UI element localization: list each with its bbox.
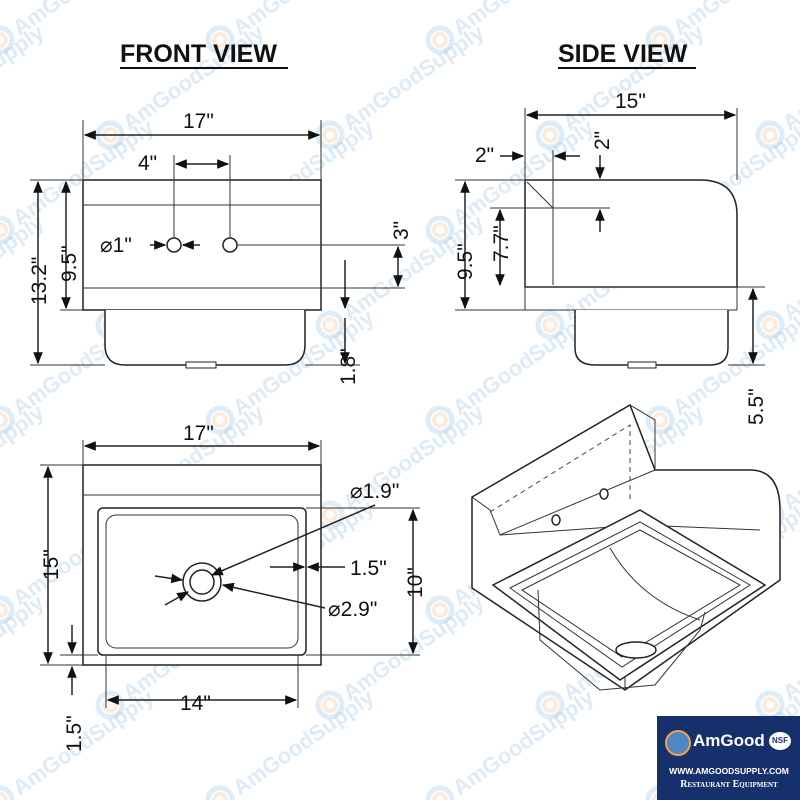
- drain-offset-label: 1.5": [350, 557, 387, 580]
- side-bowl: [574, 310, 729, 366]
- side-top-offset-label: 2": [475, 144, 494, 167]
- bowl-length-label: 10": [404, 567, 427, 598]
- nsf-badge: NSF: [769, 732, 791, 750]
- side-view-title: SIDE VIEW: [558, 40, 688, 68]
- side-backsplash-height-label: 9.5": [454, 243, 477, 280]
- drain-inner-diameter-label: ⌀1.9": [350, 480, 399, 503]
- top-bowl-inner: [105, 514, 299, 649]
- bowl-width-label: 14": [180, 692, 211, 715]
- watermark-mark: AmGoodSupply: [0, 589, 49, 705]
- side-top-drop-label: 2": [591, 131, 614, 150]
- watermark-mark: AmGoodSupply: [0, 399, 49, 515]
- side-depth-label: 15": [615, 90, 646, 113]
- logo-brand-text: AmGood: [693, 731, 765, 750]
- side-front-height-label: 7.7": [490, 225, 513, 262]
- side-body: [524, 179, 738, 288]
- watermark-mark: AmGoodSupply: [425, 684, 599, 800]
- faucet-hole-right: [222, 237, 238, 253]
- top-view: 17" 15" ⌀1.9" 1.5" 10" ⌀2.9" 14" 1.5": [40, 422, 427, 752]
- top-width-label: 17": [183, 422, 214, 445]
- watermark-text: AmGoodSupply: [228, 684, 379, 800]
- watermark-text: AmGoodSupply: [448, 684, 599, 800]
- side-view: SIDE VIEW 15" 2" 2" 9.5" 7.7": [454, 40, 768, 425]
- side-bowl-depth-label: 5.5": [745, 388, 768, 425]
- logo-top: AmGood NSF: [657, 724, 800, 760]
- iso-faucet-hole-left: [551, 514, 561, 526]
- logo-tagline: Restaurant Equipment: [680, 779, 778, 790]
- hole-height-label: 3": [390, 221, 413, 240]
- watermark-mark: AmGoodSupply: [205, 684, 379, 800]
- top-depth-label: 15": [40, 549, 63, 580]
- logo-url: WWW.AMGOODSUPPLY.COM: [669, 766, 789, 776]
- drain-inner: [189, 569, 215, 595]
- front-bowl: [104, 310, 306, 366]
- faucet-spacing-label: 4": [138, 152, 157, 175]
- watermark-text: AmGoodSupply: [0, 19, 49, 135]
- top-front-offset-label: 1.5": [63, 715, 86, 752]
- front-width-label: 17": [183, 110, 214, 133]
- iso-rim: [491, 509, 767, 681]
- watermark-text: AmGoodSupply: [778, 19, 800, 135]
- front-overall-height-label: 13.2": [28, 257, 51, 305]
- watermark-mark: AmGoodSupply: [0, 19, 49, 135]
- iso-drain: [615, 641, 657, 659]
- front-view: FRONT VIEW 17" 4" ⌀1" 13.2" 9.5": [28, 40, 413, 385]
- watermark-text: AmGoodSupply: [0, 399, 49, 515]
- watermark-text: AmGoodSupply: [0, 589, 49, 705]
- brand-logo: AmGood NSF WWW.AMGOODSUPPLY.COM Restaura…: [657, 716, 800, 800]
- logo-emblem-icon: [665, 730, 691, 756]
- iso-faucet-hole-right: [599, 488, 609, 500]
- watermark-text: AmGoodSupply: [778, 399, 800, 515]
- drain-outer-diameter-label: ⌀2.9": [328, 598, 377, 621]
- front-view-title: FRONT VIEW: [120, 40, 277, 68]
- watermark-text: AmGoodSupply: [778, 589, 800, 705]
- hole-diameter-label: ⌀1": [100, 234, 132, 257]
- watermark-text: AmGoodSupply: [778, 209, 800, 325]
- front-backsplash-height-label: 9.5": [58, 245, 81, 282]
- front-bowl-depth-label: 1.8": [337, 348, 360, 385]
- isometric-view: [471, 403, 781, 691]
- faucet-hole-left: [166, 237, 182, 253]
